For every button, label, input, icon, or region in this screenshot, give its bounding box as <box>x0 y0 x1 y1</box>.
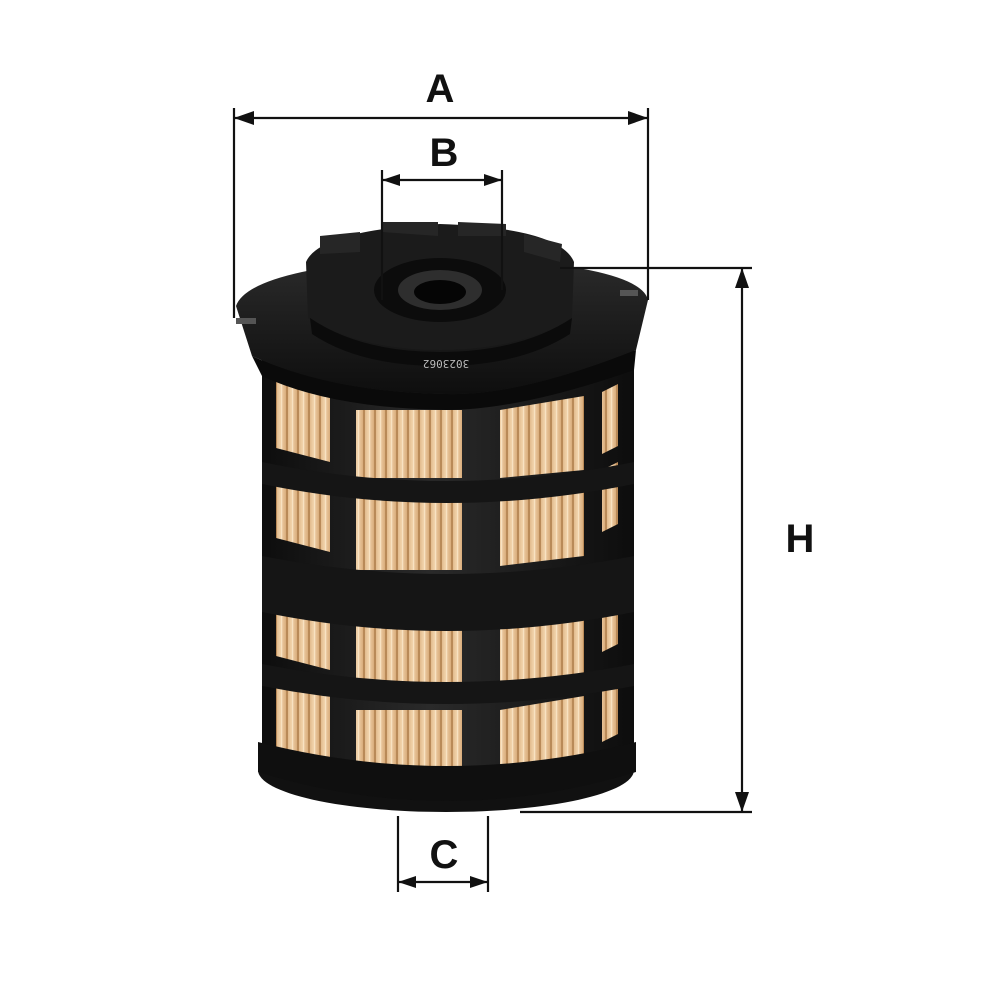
top-connector <box>306 222 574 366</box>
serial-marking: 3023062 <box>423 357 469 370</box>
filter-element: 3023062 <box>236 222 648 812</box>
dimension-b: B <box>380 131 504 300</box>
dimension-a: A <box>232 67 650 318</box>
dimension-label-b: B <box>430 131 459 175</box>
dimension-label-c: C <box>430 833 459 877</box>
dimension-label-h: H <box>786 517 815 561</box>
dimension-label-a: A <box>426 67 455 111</box>
dimension-h: H <box>520 266 815 814</box>
dimension-c: C <box>396 816 490 892</box>
bottom-rim <box>258 742 636 801</box>
filter-media <box>276 380 618 782</box>
cage-ribs <box>262 462 634 704</box>
